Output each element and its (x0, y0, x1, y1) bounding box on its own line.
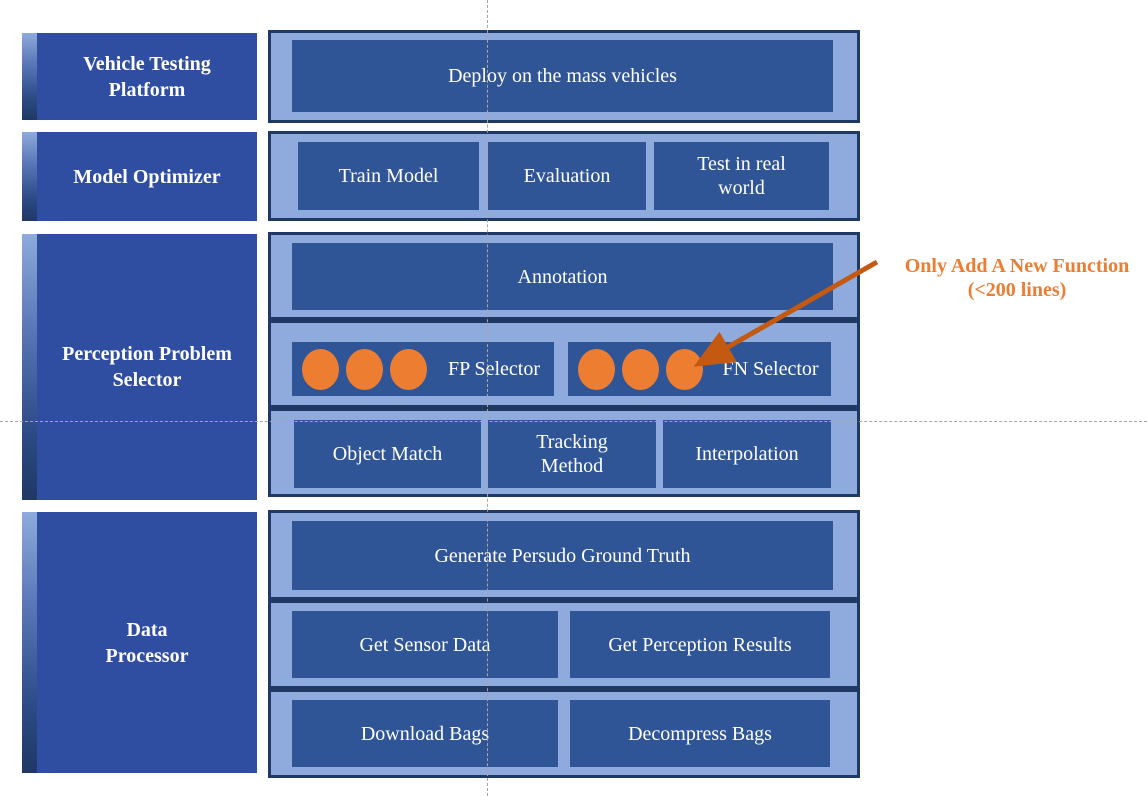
label-model-optimizer: Model Optimizer (22, 132, 257, 221)
block-generate-persudo-ground-truth: Generate Persudo Ground Truth (292, 521, 833, 590)
label-accent-strip (22, 33, 37, 120)
horizontal-guide-line (0, 421, 1147, 422)
block-deploy: Deploy on the mass vehicles (292, 40, 833, 112)
block-object-match: Object Match (294, 420, 481, 488)
block-test-in-real-world: Test in real world (654, 142, 829, 210)
label-vehicle-testing-platform-text: Vehicle Testing Platform (83, 52, 211, 101)
fn-selector-label: FN Selector (722, 358, 819, 380)
label-accent-strip (22, 234, 37, 500)
label-data-processor-text: Data Processor (105, 618, 189, 667)
orange-dot-icon (666, 348, 703, 390)
block-fn-selector: FN Selector (568, 342, 831, 396)
block-get-perception-results: Get Perception Results (570, 611, 830, 678)
label-accent-strip (22, 512, 37, 773)
orange-dot-icon (578, 348, 615, 390)
label-perception-problem-selector: Perception Problem Selector (22, 234, 257, 500)
label-accent-strip (22, 132, 37, 221)
label-model-optimizer-text: Model Optimizer (73, 165, 221, 188)
label-data-processor: Data Processor (22, 512, 257, 773)
fp-selector-label: FP Selector (447, 358, 541, 380)
orange-dot-icon (390, 348, 427, 390)
orange-dot-icon (622, 348, 659, 390)
block-fp-selector: FP Selector (292, 342, 554, 396)
block-tracking-method: Tracking Method (488, 420, 656, 488)
label-vehicle-testing-platform: Vehicle Testing Platform (22, 33, 257, 120)
block-decompress-bags: Decompress Bags (570, 700, 830, 767)
label-perception-problem-selector-text: Perception Problem Selector (62, 343, 232, 391)
callout-text: Only Add A New Function (<200 lines) (904, 255, 1130, 301)
block-get-sensor-data: Get Sensor Data (292, 611, 558, 678)
block-interpolation: Interpolation (663, 420, 831, 488)
block-annotation: Annotation (292, 243, 833, 310)
block-train-model: Train Model (298, 142, 479, 210)
vertical-guide-line (487, 0, 488, 796)
orange-dot-icon (302, 348, 339, 390)
block-download-bags: Download Bags (292, 700, 558, 767)
orange-dot-icon (346, 348, 383, 390)
block-evaluation: Evaluation (488, 142, 646, 210)
